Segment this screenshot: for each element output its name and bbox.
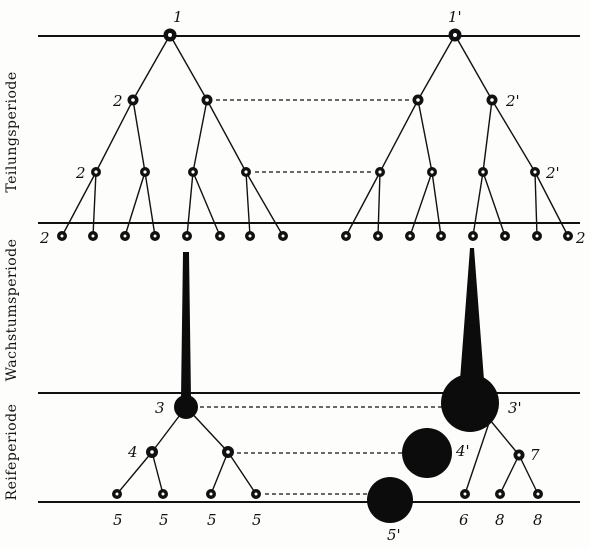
node-1 [164, 29, 177, 42]
node-5b [158, 489, 168, 499]
left-division-tree [62, 35, 283, 236]
node-5-prime-cell [367, 477, 413, 523]
label-2-bottom-left: 2 [39, 229, 50, 247]
node-right-g2a [413, 95, 424, 106]
left-maturation-tree [117, 407, 256, 494]
label-8b: 8 [533, 511, 543, 529]
node-left-g2a [128, 95, 139, 106]
node-4b [222, 446, 234, 458]
node-left-g3d [241, 167, 251, 177]
label-3: 3 [155, 399, 165, 417]
node-right-g4-7 [532, 231, 542, 241]
label-4: 4 [127, 443, 138, 461]
label-5d: 5 [252, 511, 262, 529]
label-2-mid-left: 2 [75, 164, 86, 182]
label-1: 1 [173, 8, 183, 26]
growth-spike-right [460, 248, 484, 380]
node-right-g3b [427, 167, 437, 177]
node-5d [251, 489, 261, 499]
node-left-g4-3 [120, 231, 130, 241]
label-3-prime: 3' [508, 399, 522, 417]
node-3-prime-cell [441, 374, 499, 432]
node-right-g4-2 [373, 231, 383, 241]
label-5b: 5 [159, 511, 169, 529]
node-5c [206, 489, 216, 499]
node-left-g4-4 [150, 231, 160, 241]
node-4-prime-cell [402, 428, 452, 478]
node-left-g3b [140, 167, 150, 177]
node-8b [533, 489, 543, 499]
label-2-upper-left: 2 [112, 92, 123, 110]
label-4-prime: 4' [455, 442, 470, 460]
node-8a [495, 489, 505, 499]
node-right-g4-6 [500, 231, 510, 241]
node-right-g4-8 [563, 231, 573, 241]
node-left-g4-6 [215, 231, 225, 241]
node-right-g3d [530, 167, 540, 177]
node-right-g2b [487, 95, 498, 106]
maturation-period-label: Reifeperiode [4, 404, 20, 501]
right-division-tree [346, 35, 568, 236]
label-5-prime: 5' [387, 526, 401, 544]
node-right-g4-1 [341, 231, 351, 241]
node-left-g4-2 [88, 231, 98, 241]
division-period-label: Teilungsperiode [4, 71, 20, 192]
node-left-g4-8 [278, 231, 288, 241]
node-1-prime [449, 29, 462, 42]
node-left-g4-1 [57, 231, 67, 241]
growth-period-label: Wachstumsperiode [4, 239, 20, 382]
node-right-g4-3 [405, 231, 415, 241]
node-5a [112, 489, 122, 499]
node-right-g3a [375, 167, 385, 177]
node-left-g3a [91, 167, 101, 177]
node-6 [460, 489, 470, 499]
node-left-g4-7 [245, 231, 255, 241]
label-7: 7 [530, 446, 540, 464]
node-left-g4-5 [182, 231, 192, 241]
node-7 [514, 450, 525, 461]
label-2-prime-upper-right: 2' [505, 92, 520, 110]
label-2-bottom-right: 2 [575, 229, 586, 247]
label-2-prime-mid-right: 2' [545, 164, 560, 182]
label-6: 6 [459, 511, 469, 529]
node-4 [146, 446, 158, 458]
node-left-g2b [202, 95, 213, 106]
growth-spike-left [181, 252, 191, 398]
node-right-g4-5 [468, 231, 478, 241]
label-5c: 5 [207, 511, 217, 529]
node-right-g4-4 [436, 231, 446, 241]
node-left-g3c [188, 167, 198, 177]
label-5a: 5 [113, 511, 123, 529]
label-8a: 8 [495, 511, 505, 529]
node-3-cell [174, 395, 198, 419]
label-1-prime: 1' [448, 8, 462, 26]
node-right-g3c [478, 167, 488, 177]
